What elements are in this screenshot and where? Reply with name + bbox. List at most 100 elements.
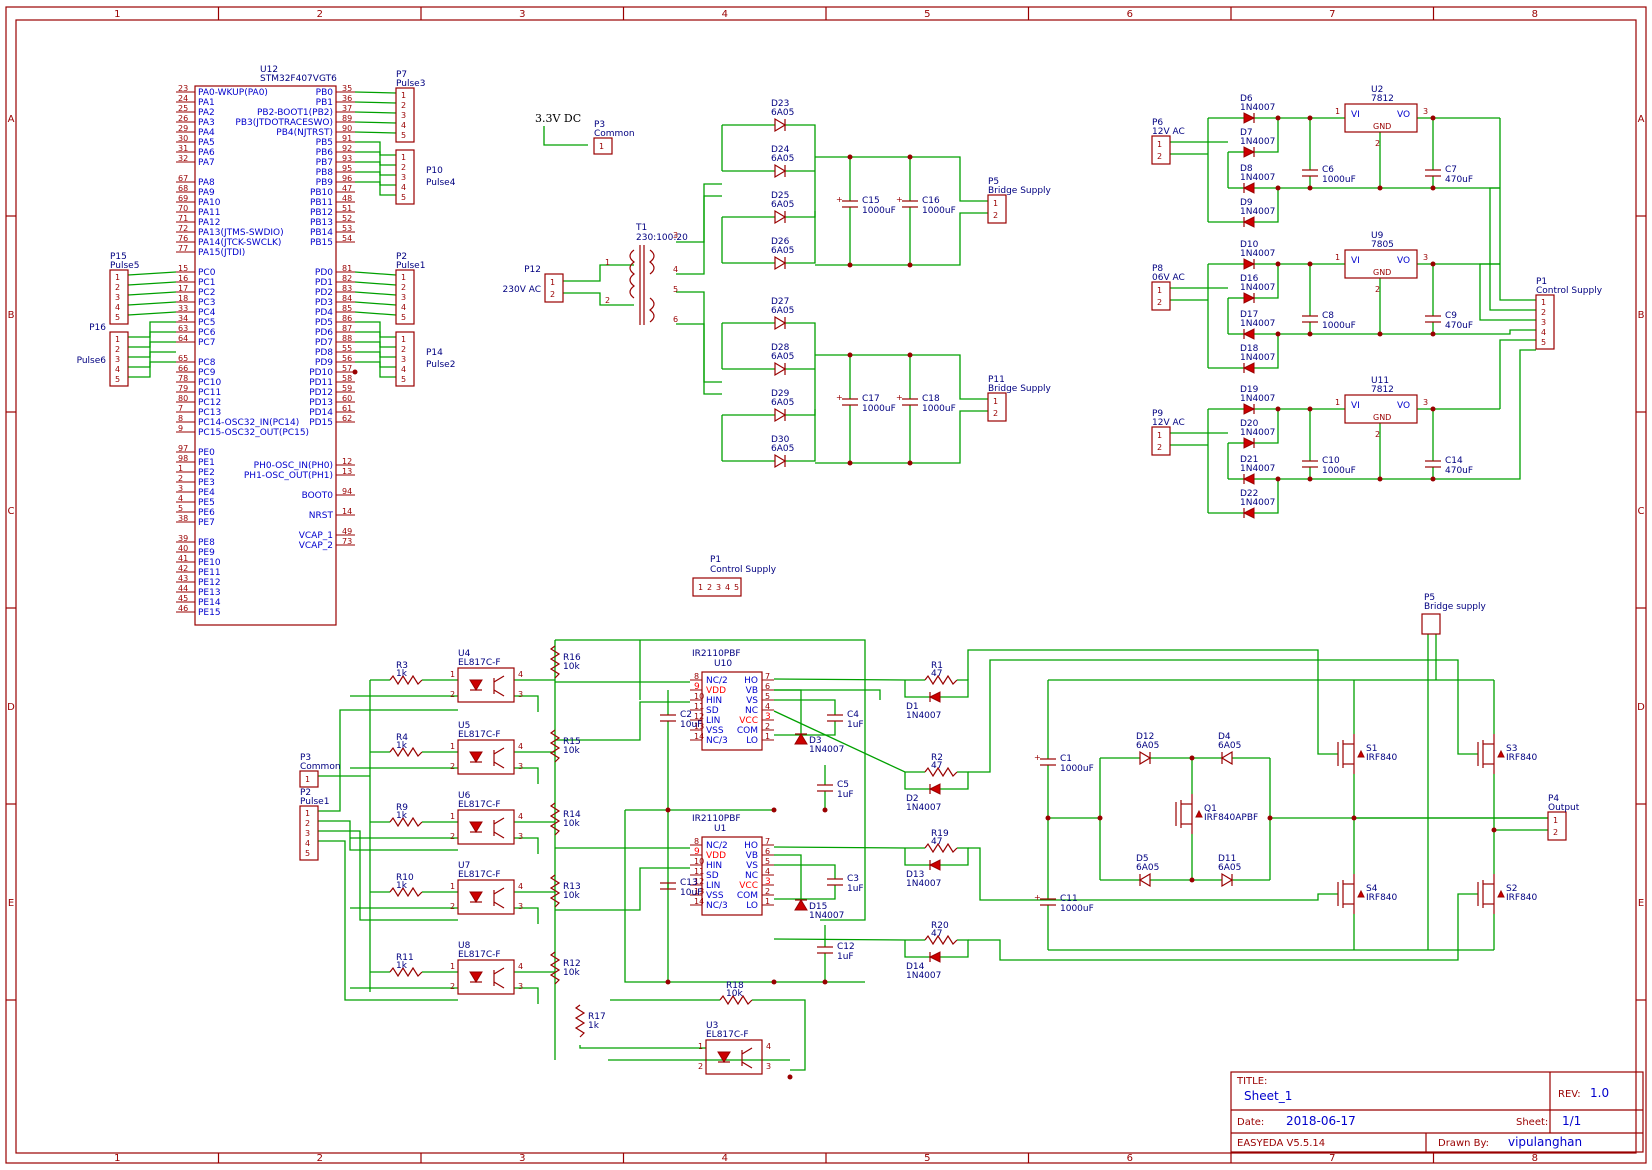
optocoupler-led xyxy=(717,1051,731,1063)
capacitor-plus: + xyxy=(896,393,903,402)
capacitor-value: 470uF xyxy=(1445,175,1473,185)
wire xyxy=(904,772,930,790)
mcu-pin-number: 3 xyxy=(178,484,183,493)
mosfet-body-diode xyxy=(1497,749,1505,758)
optocoupler-pin: 3 xyxy=(766,1062,771,1071)
gate-driver-pin-number: 4 xyxy=(765,702,770,711)
mcu-to-p16 xyxy=(128,351,176,368)
resistor-ref: R15 xyxy=(563,737,581,747)
resistor-ref: R17 xyxy=(588,1012,606,1022)
mcu-pin-number: 76 xyxy=(178,234,188,243)
optocoupler-pin: 2 xyxy=(450,690,455,699)
junction-dot xyxy=(1430,185,1436,191)
optocoupler-body xyxy=(457,959,515,995)
connector-ref: P11 xyxy=(988,375,1005,385)
mcu-pin-number: 60 xyxy=(342,394,352,403)
mcu-to-p7 xyxy=(354,111,397,114)
date-value: 2018-06-17 xyxy=(1286,1114,1356,1128)
gate-driver-pin-name: HIN xyxy=(706,861,722,871)
mcu-pin-name: PB3(JTDOTRACESWO) xyxy=(235,118,333,128)
connector-pin-number: 3 xyxy=(401,173,406,182)
optocoupler-pin: 3 xyxy=(518,982,523,991)
connector-pin-number: 4 xyxy=(1541,328,1546,337)
connector-ref: P16 xyxy=(89,323,106,333)
mcu-pin-number: 12 xyxy=(342,457,352,466)
connector-pin-number: 4 xyxy=(115,365,120,374)
mcu-to-p7 xyxy=(354,131,397,134)
diode-ref: D10 xyxy=(1240,240,1259,250)
diode-value: 1N4007 xyxy=(1240,498,1275,508)
mcu-pin-name: PC13 xyxy=(198,408,221,418)
resistor-ref: R19 xyxy=(931,829,949,839)
wire xyxy=(774,854,802,900)
connector-value: Pulse2 xyxy=(426,360,455,370)
capacitor-plus: + xyxy=(836,195,843,204)
sheet-label: Sheet: xyxy=(1516,1117,1548,1128)
diode-value: 6A05 xyxy=(771,200,794,210)
optocoupler-transistor xyxy=(493,747,505,755)
diode-body xyxy=(1243,292,1256,304)
junction-dot xyxy=(1307,185,1313,191)
connector-pin-number: 2 xyxy=(1157,152,1162,161)
resistor-body xyxy=(549,874,561,908)
junction-dot xyxy=(771,807,777,813)
connector-pin-number: 1 xyxy=(305,809,310,818)
junction-dot xyxy=(665,807,671,813)
regulator-pin-vi: VI xyxy=(1351,256,1360,266)
mcu-to-p2 xyxy=(354,311,397,316)
connector-ref: P1 xyxy=(1536,277,1547,287)
connector-value: 230V AC xyxy=(503,285,541,295)
resistor-ref: R16 xyxy=(563,653,581,663)
mcu-pin-number: 42 xyxy=(178,564,188,573)
gate-s3 xyxy=(968,659,1478,773)
connector-p10 xyxy=(395,149,415,205)
mcu-pin-number: 32 xyxy=(178,154,188,163)
mcu-pin-number: 52 xyxy=(342,214,352,223)
junction-dot xyxy=(822,979,828,985)
connector-p12 xyxy=(544,273,564,303)
gnd1-wire xyxy=(1489,187,1536,311)
row-label-left: E xyxy=(8,898,14,909)
diode-value: 1N4007 xyxy=(809,745,844,755)
connector-pin-number: 3 xyxy=(115,293,120,302)
capacitor-value: 10uF xyxy=(680,720,702,730)
resistor-value: 1k xyxy=(396,741,408,751)
transformer-ref: T1 xyxy=(635,223,647,233)
capacitor-value: 1000uF xyxy=(1322,321,1356,331)
wire xyxy=(773,678,925,681)
mosfet-ref: S1 xyxy=(1366,744,1377,754)
optocoupler-transistor xyxy=(493,817,505,825)
gate-driver-pin-name: VDD xyxy=(706,686,726,696)
diode-value: 6A05 xyxy=(771,352,794,362)
mcu-pin-name: PC9 xyxy=(198,368,216,378)
connector-p11 xyxy=(987,392,1007,422)
connector-pin-number: 3 xyxy=(1541,318,1546,327)
mcu-pin-number: 46 xyxy=(178,604,188,613)
mosfet-ref: S3 xyxy=(1506,744,1517,754)
mcu-pin-number: 94 xyxy=(342,487,352,496)
diode-ref: D25 xyxy=(771,191,789,201)
regulator-pin-vo: VO xyxy=(1397,110,1410,120)
resistor-value: 47 xyxy=(931,669,942,679)
connector-pin-number: 4 xyxy=(401,121,406,130)
mcu-pin-number: 92 xyxy=(342,144,352,153)
diode-body xyxy=(1243,437,1256,449)
junction-dot xyxy=(907,262,913,268)
connector-pin-number: 3 xyxy=(401,293,406,302)
mosfet-ref: Q1 xyxy=(1204,804,1217,814)
mcu-pin-name: PA5 xyxy=(198,138,215,148)
mcu-pin-number: 84 xyxy=(342,294,352,303)
pulse-wire xyxy=(318,820,458,851)
row-label-left: C xyxy=(8,506,15,517)
resistor-value: 1k xyxy=(396,669,408,679)
connector-pin-number: 4 xyxy=(115,303,120,312)
resistor-body xyxy=(924,842,958,854)
mcu-pin-name: PE3 xyxy=(198,478,215,488)
optocoupler-body xyxy=(457,667,515,703)
mcu-pin-name: PE14 xyxy=(198,598,221,608)
resistor-value: 1k xyxy=(396,811,408,821)
diode-ref: D7 xyxy=(1240,128,1253,138)
diode-body xyxy=(928,951,941,963)
mcu-pin-number: 54 xyxy=(342,234,352,243)
junction-dot xyxy=(1307,406,1313,412)
